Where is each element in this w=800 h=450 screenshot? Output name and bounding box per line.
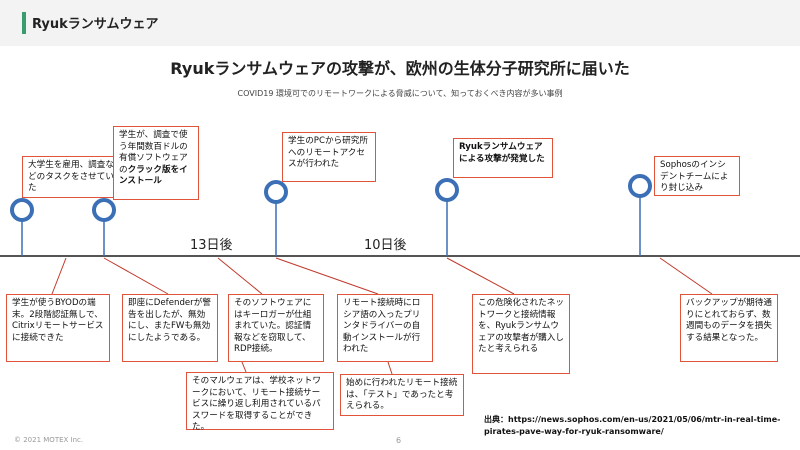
detail-box-5: この危険化されたネットワークと接続情報を、Ryukランサムウェアの攻撃者が購入し… bbox=[472, 294, 570, 374]
header-bar: Ryukランサムウェア bbox=[0, 0, 800, 46]
event-text-bold: Ryukランサムウェアによる攻撃が発覚した bbox=[459, 142, 545, 164]
footer-copyright: © 2021 MOTEX Inc. bbox=[14, 436, 84, 444]
detail-box-7: そのマルウェアは、学校ネットワークにおいて、リモート接続サービスに繰り返し利用さ… bbox=[186, 372, 334, 432]
page-number: 6 bbox=[396, 436, 402, 445]
source-citation: 出典：https://news.sophos.com/en-us/2021/05… bbox=[484, 415, 781, 436]
event-box-top-5: Sophosのインシデントチームにより封じ込み bbox=[654, 156, 740, 196]
connector-bottom-2 bbox=[103, 257, 169, 295]
event-text: 学生が、調査で使う年間数百ドルの有償ソフトウェアの bbox=[119, 130, 188, 175]
connector-bottom-4 bbox=[275, 257, 379, 295]
detail-box-2: 即座にDefenderが警告を出したが、無効にし、またFWも無効にしたようである… bbox=[122, 294, 218, 362]
detail-box-6: バックアップが期待通りにとれておらず、数週間ものデータを損失する結果となった。 bbox=[680, 294, 778, 362]
event-box-top-3: 学生のPCから研究所へのリモートアクセスが行われた bbox=[282, 132, 376, 182]
event-box-top-2: 学生が、調査で使う年間数百ドルの有償ソフトウェアのクラック版をインストール bbox=[113, 126, 199, 200]
detail-box-4: リモート接続時にロシア語の入ったプリンタドライバーの自動インストールが行われた bbox=[337, 294, 433, 362]
gap-label-10-days: 10日後 bbox=[364, 238, 407, 253]
connector-bottom-1 bbox=[51, 257, 67, 295]
event-text: 大学生を雇用、調査などのタスクをさせていた bbox=[28, 160, 114, 194]
event-box-top-4: Ryukランサムウェアによる攻撃が発覚した bbox=[453, 138, 553, 178]
connector-bottom-3 bbox=[217, 257, 263, 295]
detail-box-3: そのソフトウェアにはキーロガーが仕組まれていた。認証情報などを窃取して、RDP接… bbox=[228, 294, 324, 362]
timeline-node-1 bbox=[10, 198, 34, 222]
detail-box-8: 始めに行われたリモート接続は、「テスト」であったと考えられる。 bbox=[340, 374, 464, 416]
connector-bottom-5 bbox=[446, 257, 515, 295]
timeline-node-4 bbox=[435, 178, 459, 202]
timeline-node-2 bbox=[92, 198, 116, 222]
connector-bottom-6 bbox=[659, 257, 713, 295]
timeline-node-5 bbox=[628, 174, 652, 198]
connector-bottom-7 bbox=[241, 361, 247, 373]
detail-box-1: 学生が使うBYODの端末。2段階認証無しで、Citrixリモートサービスに接続で… bbox=[6, 294, 110, 362]
page-subtitle: COVID19 環境可でのリモートワークによる脅威について、知っておくべき内容が… bbox=[237, 89, 563, 98]
timeline-node-3 bbox=[264, 180, 288, 204]
header-title: Ryukランサムウェア bbox=[32, 17, 159, 32]
event-text-bold: クラック版をインストール bbox=[119, 164, 188, 187]
event-box-top-1: 大学生を雇用、調査などのタスクをさせていた bbox=[22, 156, 122, 198]
page-title: Ryukランサムウェアの攻撃が、欧州の生体分子研究所に届いた bbox=[170, 59, 630, 78]
gap-label-13-days: 13日後 bbox=[190, 238, 233, 253]
header-accent-bar bbox=[22, 12, 26, 34]
event-text: Sophosのインシデントチームにより封じ込み bbox=[660, 160, 729, 194]
connector-bottom-8 bbox=[387, 361, 393, 375]
event-text: 学生のPCから研究所へのリモートアクセスが行われた bbox=[288, 136, 368, 170]
